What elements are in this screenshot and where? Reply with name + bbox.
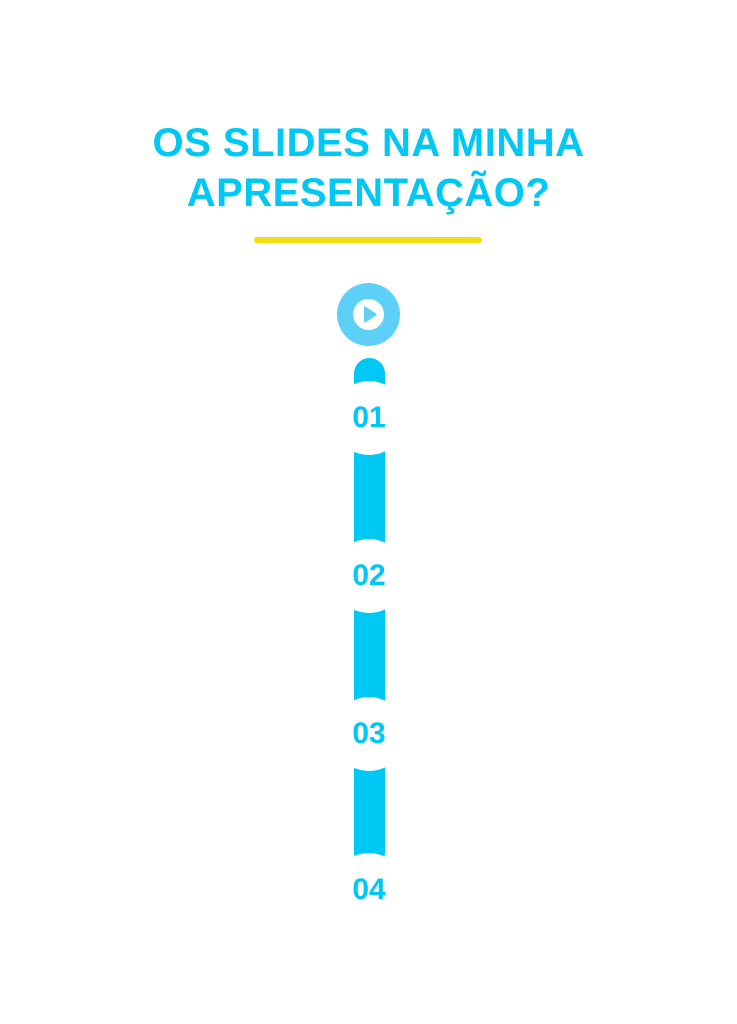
timeline-step-04: 04 <box>332 853 406 927</box>
title-line-2: APRESENTAÇÃO? <box>186 171 551 215</box>
step-number: 02 <box>352 559 386 592</box>
play-button[interactable] <box>337 283 400 346</box>
play-icon <box>353 299 384 330</box>
title-line-1: OS SLIDES NA MINHA <box>152 121 585 165</box>
timeline-step-01: 01 <box>332 381 406 455</box>
page-title: OS SLIDES NA MINHA APRESENTAÇÃO? <box>0 118 737 218</box>
step-number: 04 <box>352 873 386 906</box>
timeline-step-03: 03 <box>332 697 406 771</box>
step-number: 03 <box>352 717 386 750</box>
timeline-step-02: 02 <box>332 539 406 613</box>
step-number: 01 <box>352 401 386 434</box>
title-underline <box>254 237 482 243</box>
